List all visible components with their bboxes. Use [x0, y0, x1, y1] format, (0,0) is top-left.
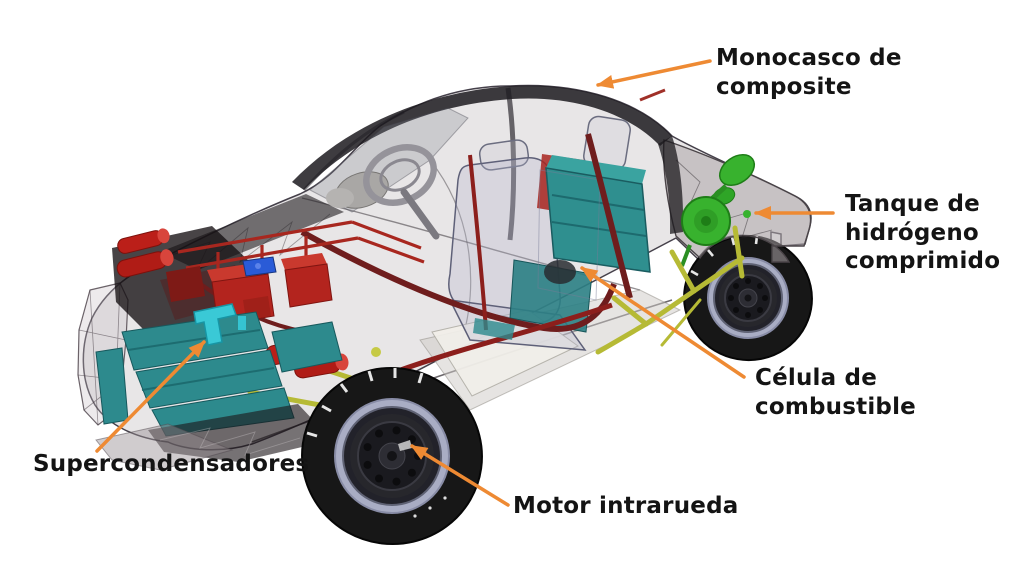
arrow-motor — [410, 444, 510, 507]
red-cylinders-upper — [116, 228, 174, 278]
rear-wheel — [683, 234, 813, 362]
hub-glint — [398, 440, 412, 451]
front-tire-treads — [306, 368, 424, 438]
front-wheel — [301, 366, 483, 546]
underbody — [95, 404, 332, 471]
tank-valve-stub — [743, 210, 751, 218]
fuel-cell-pump — [544, 260, 576, 284]
fuel-cell-unit — [509, 154, 651, 333]
label-motor-intrarueda: Motor intrarueda — [513, 493, 739, 519]
arrow-monocasco — [596, 59, 712, 89]
label-tanque-hidrogeno: Tanque de hidrógeno comprimido — [845, 191, 1001, 275]
antenna-line — [639, 88, 666, 102]
steering-column — [400, 188, 440, 240]
arrow-supercondensadores — [95, 340, 206, 453]
leader-arrows — [95, 59, 835, 507]
rear-motor-slots — [728, 278, 768, 318]
label-monocasco: Monocasco de composite — [716, 45, 902, 100]
label-supercondensadores: Supercondensadores — [33, 451, 310, 477]
label-celula-combustible: Célula de combustible — [755, 365, 916, 420]
supercapacitor-highlight — [193, 303, 237, 346]
steering-wheel — [326, 144, 440, 240]
rear-tire-treads — [690, 235, 759, 277]
arrow-celula — [580, 266, 746, 379]
hydrogen-tank-assembly — [680, 154, 756, 267]
